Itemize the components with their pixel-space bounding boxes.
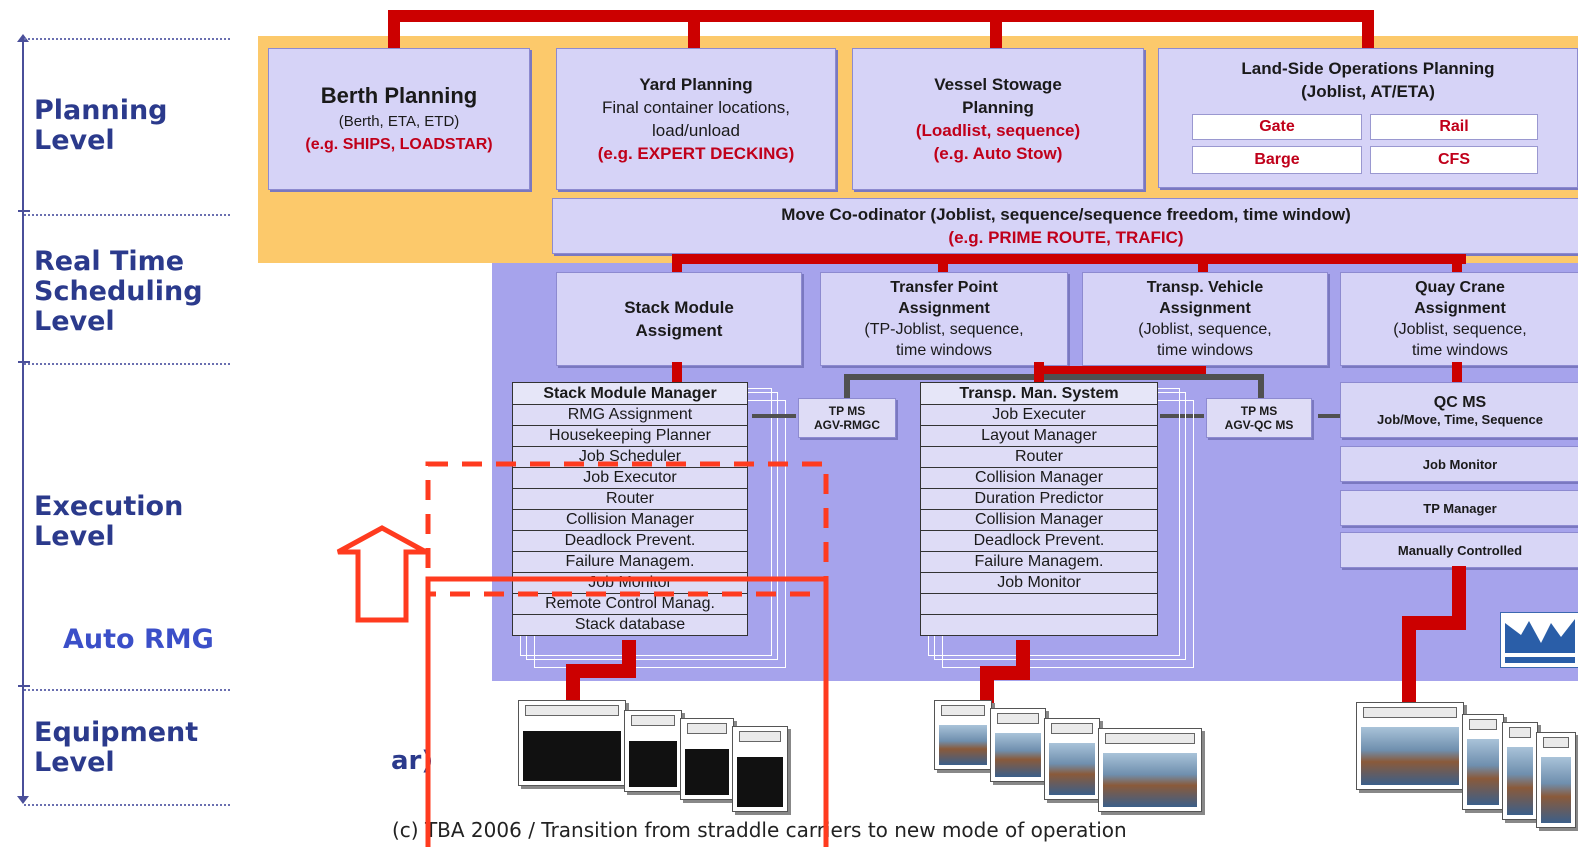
solid-highlight-box [428, 579, 826, 847]
up-arrow-icon [338, 528, 426, 620]
dashed-highlight-box [428, 464, 826, 594]
